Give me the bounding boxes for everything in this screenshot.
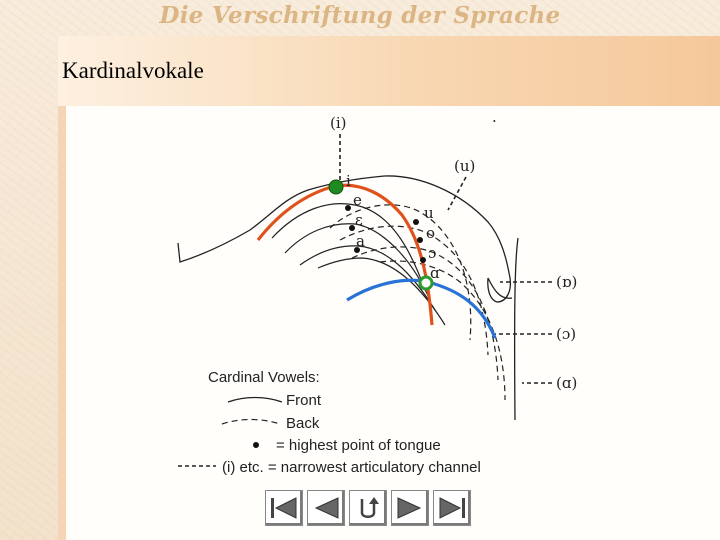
first-icon (266, 495, 302, 521)
return-button[interactable] (349, 490, 387, 526)
first-slide-button[interactable] (265, 490, 303, 526)
legend-dot-label: = highest point of tongue (276, 437, 441, 454)
point-o (417, 237, 423, 243)
vowel-o: o (426, 224, 435, 242)
channel-label-open-o: (ɔ) (556, 325, 576, 343)
front-curve-a (300, 246, 435, 310)
vowel-u: u (424, 204, 434, 222)
previous-icon (308, 495, 344, 521)
vowel-i: i (346, 172, 351, 190)
previous-slide-button[interactable] (307, 490, 345, 526)
pharynx-wall (515, 238, 518, 420)
vowel-a: a (356, 232, 365, 250)
point-open-o (420, 257, 426, 263)
marker-i (329, 180, 343, 194)
last-slide-button[interactable] (433, 490, 471, 526)
legend-front-line (228, 398, 282, 403)
legend-channel-label: (i) etc. = narrowest articulatory channe… (222, 459, 481, 476)
channel-labels: (i) (u) (ɒ) (ɔ) (ɑ) . (330, 108, 577, 392)
vowel-epsilon: ɛ (355, 211, 363, 229)
legend-dot (253, 442, 259, 448)
back-curve-u (330, 205, 471, 340)
uvula-line (488, 278, 512, 298)
vowel-open-o: ɔ (428, 244, 436, 262)
channel-label-i: (i) (330, 114, 347, 132)
stray-dot: . (492, 108, 497, 126)
next-icon (392, 495, 428, 521)
vowel-alpha: ɑ (430, 264, 440, 282)
last-icon (434, 495, 470, 521)
vowel-e: e (353, 191, 362, 209)
point-u (413, 219, 419, 225)
return-icon (350, 495, 386, 521)
point-e (345, 205, 351, 211)
channel-label-u: (u) (454, 157, 475, 175)
legend-back-label: Back (286, 415, 320, 432)
legend-heading: Cardinal Vowels: (208, 369, 320, 386)
next-slide-button[interactable] (391, 490, 429, 526)
legend: Cardinal Vowels: Front Back = highest po… (178, 369, 481, 476)
channel-pointers (340, 134, 552, 383)
slide-navigation (265, 490, 463, 526)
legend-back-line (222, 420, 280, 425)
channel-label-alpha: (ɑ) (556, 374, 577, 392)
legend-front-label: Front (286, 392, 322, 409)
channel-label-o-rounded: (ɒ) (556, 273, 577, 291)
